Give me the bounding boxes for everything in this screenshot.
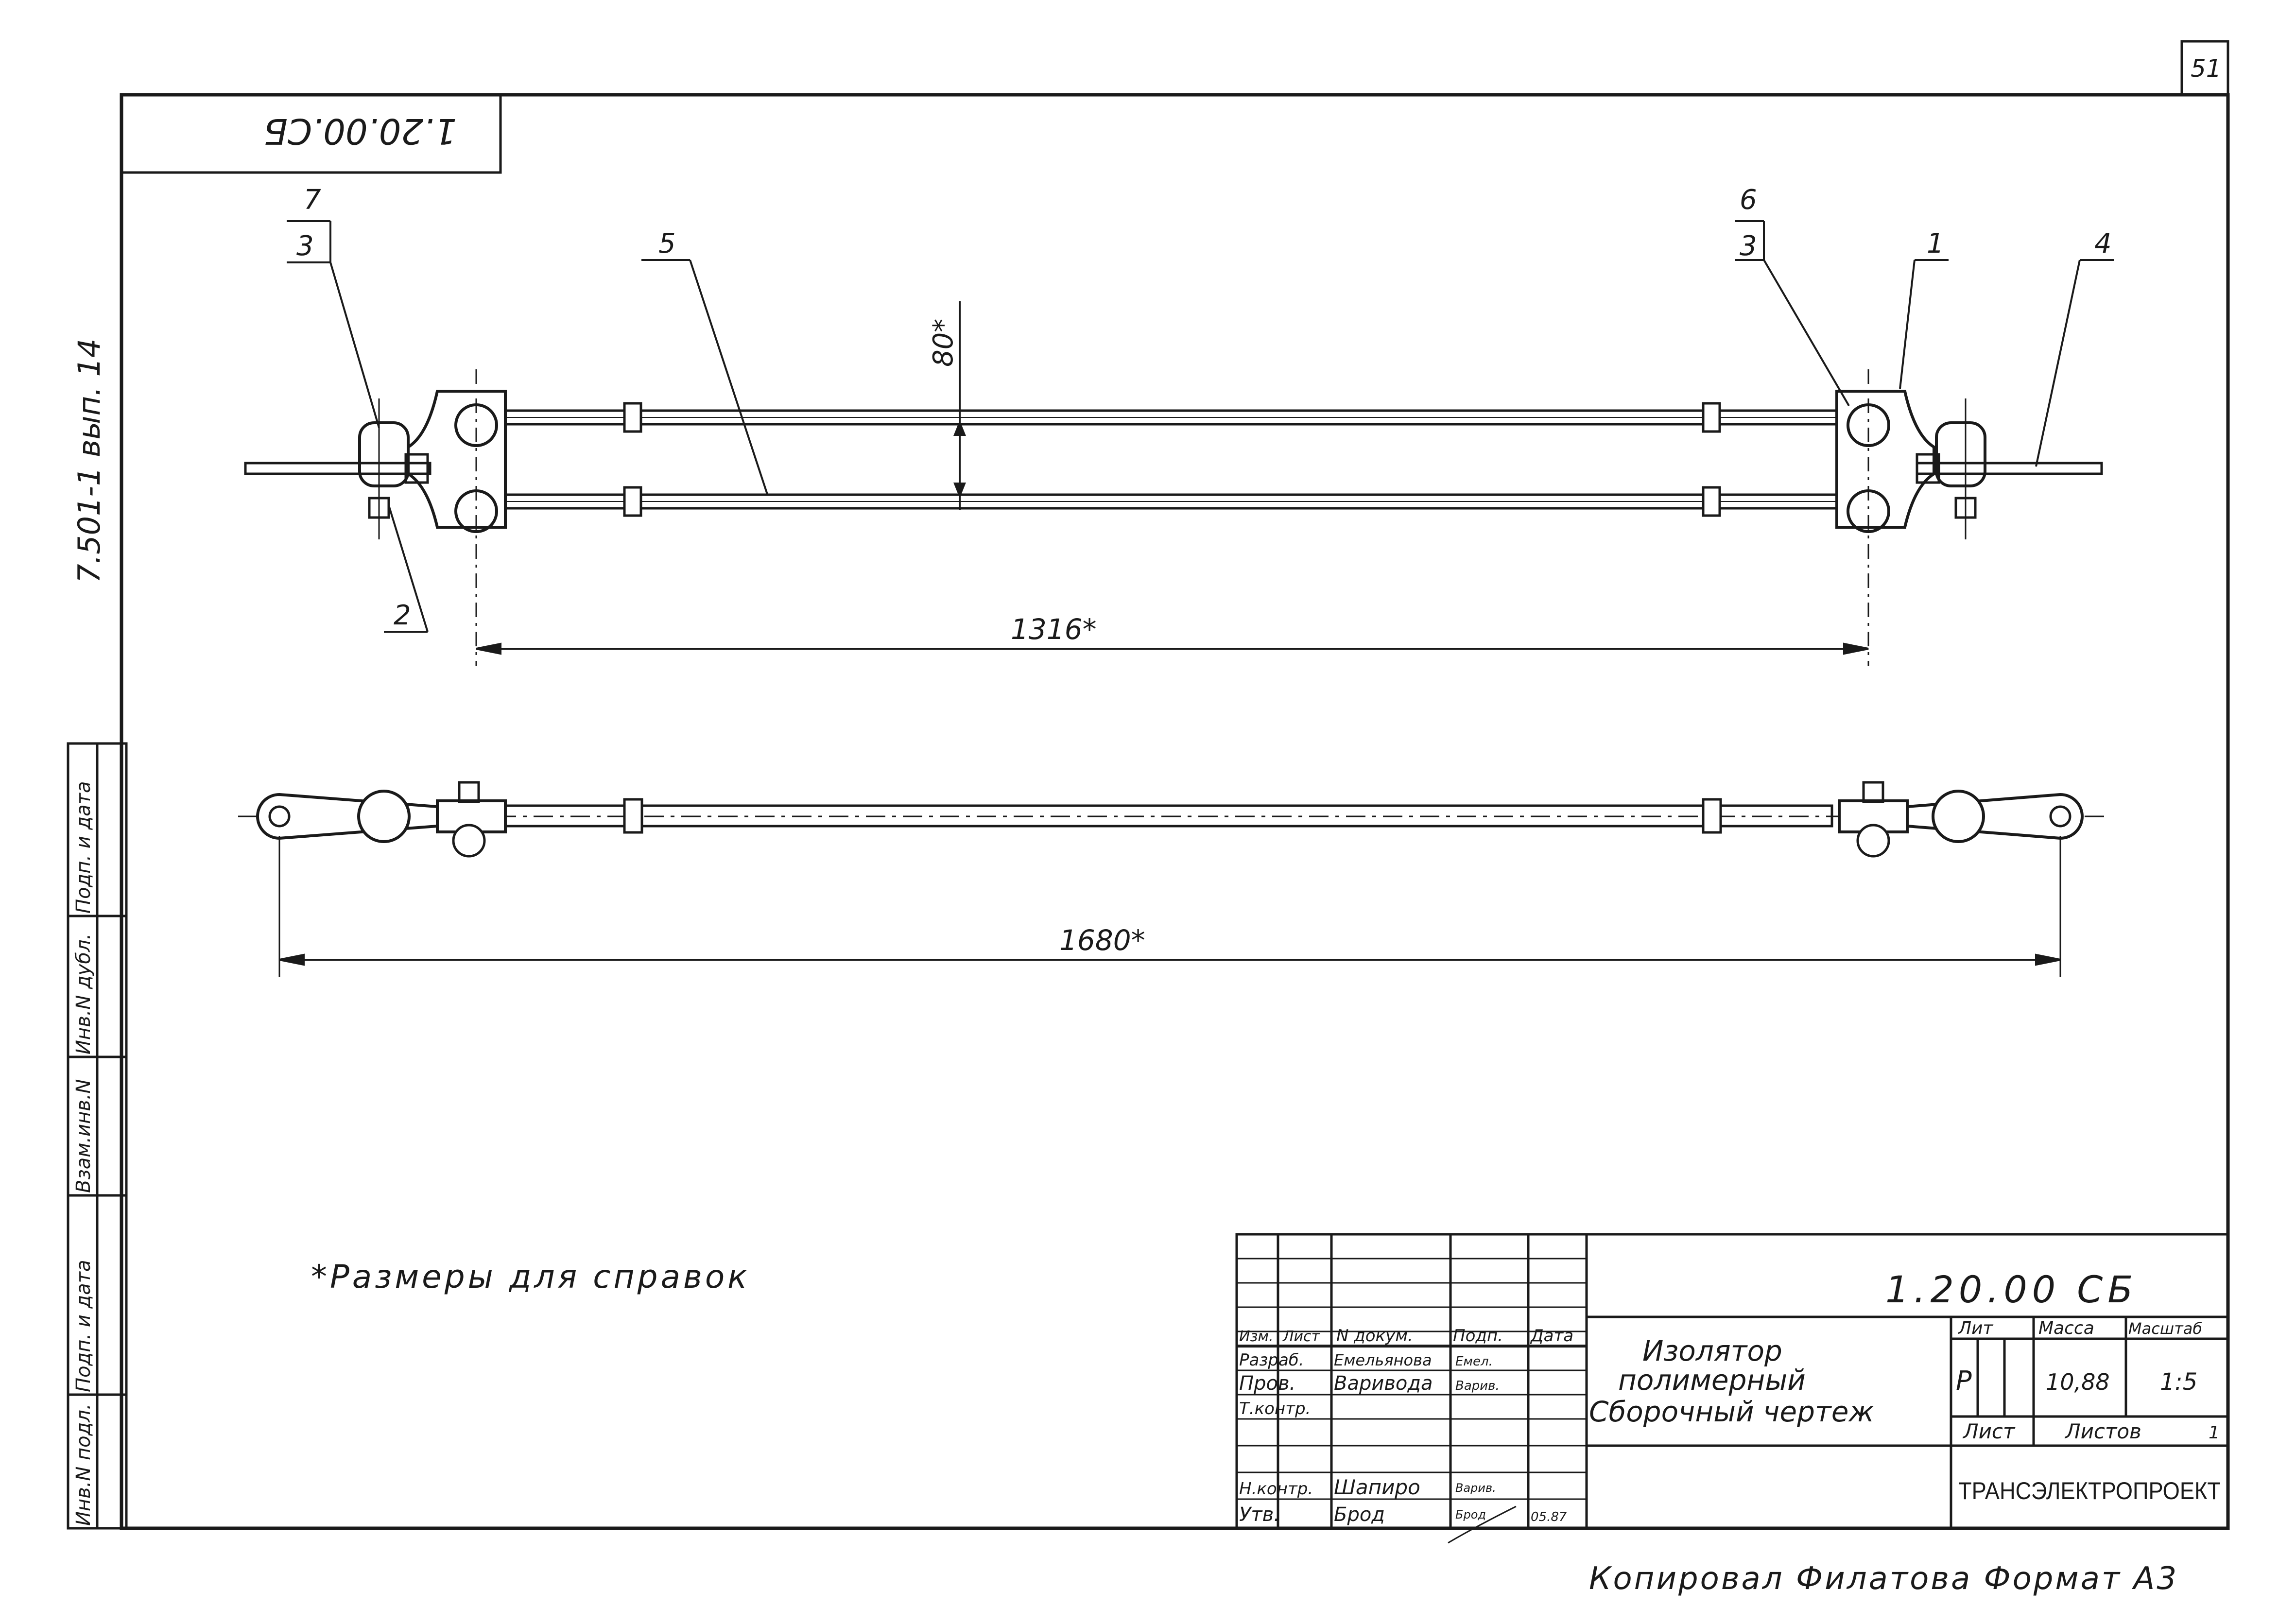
footer-copy: Копировал Филатова Формат А3 bbox=[1589, 1561, 2178, 1597]
stamp-label-vzam-inv: Взам.инв.N bbox=[72, 1079, 95, 1193]
sheets-label: Листов bbox=[2064, 1419, 2141, 1443]
date-utv: 05.87 bbox=[1531, 1510, 1567, 1524]
lit-label: Лит bbox=[1957, 1318, 1993, 1338]
side-stamp bbox=[67, 742, 128, 1530]
role-razrab: Разраб. bbox=[1239, 1350, 1304, 1370]
lit-value: Р bbox=[1956, 1365, 1972, 1396]
sheets-value: 1 bbox=[2209, 1423, 2220, 1443]
callout-leaders bbox=[287, 220, 2114, 633]
page-number-box bbox=[2180, 40, 2229, 96]
dim-1316-label: 1316* bbox=[1011, 613, 1097, 646]
title-line-3: Сборочный чертеж bbox=[1589, 1395, 1874, 1428]
hdr-ndokum: N докум. bbox=[1336, 1326, 1413, 1346]
stamp-label-inv-podl: Инв.N подл. bbox=[72, 1403, 95, 1526]
code-rotated: 1.20.00.СБ bbox=[264, 111, 457, 152]
hdr-data: Дата bbox=[1530, 1326, 1573, 1346]
sheet-frame bbox=[120, 93, 2230, 1530]
scale-value: 1:5 bbox=[2160, 1368, 2197, 1396]
mass-value: 10,88 bbox=[2046, 1369, 2110, 1395]
callout-6: 6 bbox=[1740, 184, 1757, 216]
dim-1316 bbox=[476, 642, 1869, 655]
dim-80-label: 80* bbox=[928, 319, 959, 367]
sign-utv: Брод bbox=[1455, 1508, 1486, 1521]
name-nkontr: Шапиро bbox=[1334, 1475, 1420, 1499]
role-prov: Пров. bbox=[1239, 1372, 1295, 1395]
title-line-2: полимерный bbox=[1618, 1364, 1806, 1397]
sign-prov: Варив. bbox=[1455, 1379, 1500, 1393]
role-tkontr: Т.контр. bbox=[1239, 1399, 1311, 1418]
title-block-grid bbox=[1235, 1233, 2229, 1530]
name-utv: Брод bbox=[1334, 1503, 1385, 1526]
callout-5: 5 bbox=[658, 228, 676, 259]
callout-3-right: 3 bbox=[1740, 230, 1757, 262]
hdr-list: Лист bbox=[1282, 1328, 1321, 1345]
code-box bbox=[120, 93, 502, 174]
callout-7: 7 bbox=[304, 184, 321, 216]
name-prov: Варивода bbox=[1334, 1372, 1433, 1395]
stamp-label-podp-data-1: Подп. и дата bbox=[72, 1260, 95, 1392]
callout-3-left: 3 bbox=[296, 230, 314, 262]
scale-label: Масштаб bbox=[2128, 1319, 2202, 1338]
hdr-izm: Изм. bbox=[1239, 1328, 1274, 1345]
mass-label: Масса bbox=[2038, 1318, 2094, 1338]
stamp-label-inv-dubl: Инв.N дубл. bbox=[72, 933, 95, 1054]
title-line-1: Изолятор bbox=[1642, 1334, 1782, 1367]
sign-nkontr: Варив. bbox=[1455, 1481, 1496, 1495]
role-utv: Утв. bbox=[1239, 1503, 1280, 1526]
insulator-front-view bbox=[238, 781, 2104, 977]
hdr-podp: Подп. bbox=[1453, 1326, 1503, 1346]
series-vertical: 7.501-1 вып. 14 bbox=[71, 339, 107, 583]
insulator-top-view bbox=[244, 369, 2103, 666]
role-nkontr: Н.контр. bbox=[1239, 1479, 1313, 1499]
sheet-label: Лист bbox=[1962, 1419, 2016, 1443]
page-number: 51 bbox=[2191, 54, 2222, 83]
stamp-label-podp-data-2: Подп. и дата bbox=[72, 781, 95, 914]
dim-1680-label: 1680* bbox=[1059, 924, 1145, 957]
callout-2: 2 bbox=[394, 600, 411, 631]
dim-80 bbox=[953, 301, 966, 510]
callout-4: 4 bbox=[2094, 228, 2112, 259]
dim-1680 bbox=[279, 953, 2061, 966]
name-razrab: Емельянова bbox=[1334, 1351, 1432, 1369]
reference-note: *Размеры для справок bbox=[311, 1258, 750, 1296]
sign-scribble bbox=[1448, 1505, 1517, 1544]
designation: 1.20.00 СБ bbox=[1885, 1268, 2138, 1311]
organization: ТРАНСЭЛЕКТРОПРОЕКТ bbox=[1958, 1477, 2221, 1504]
callout-1: 1 bbox=[1927, 228, 1944, 259]
sign-razrab: Емел. bbox=[1455, 1354, 1493, 1369]
